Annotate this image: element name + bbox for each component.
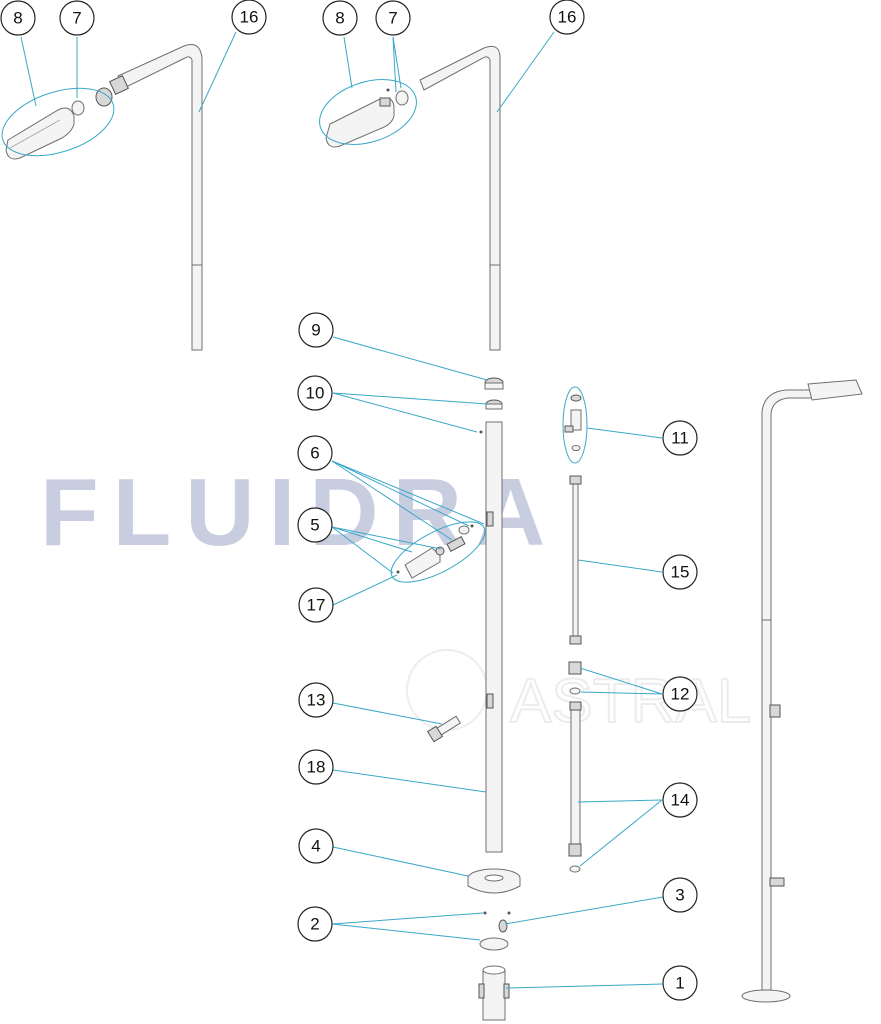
- assembled-shower-head: [807, 379, 863, 401]
- callout-label: 4: [311, 837, 320, 856]
- callout-label: 16: [240, 8, 259, 27]
- arm-assembly-variant-a: [5, 44, 203, 351]
- astral-watermark: ASTRAL: [510, 667, 751, 736]
- callout-1: 1: [662, 965, 698, 1001]
- callout-13: 13: [298, 682, 334, 718]
- arm-tube-16b: [419, 45, 501, 351]
- valve-group: [396, 524, 474, 579]
- callout-17: 17: [298, 587, 334, 623]
- callout-2: 2: [297, 906, 333, 942]
- callout-label: 6: [310, 444, 319, 463]
- callout-16a: 16: [231, 0, 267, 35]
- arm-thread-connector: [109, 75, 129, 95]
- callout-16b: 16: [549, 0, 585, 35]
- assembled-base: [741, 989, 791, 1003]
- connector-11: [570, 409, 582, 431]
- assembled-foot-tap: [769, 877, 785, 887]
- leader-lines: [20, 31, 664, 989]
- anchor-sleeve-1: [482, 969, 506, 1021]
- callout-14: 14: [662, 782, 698, 818]
- valve-handle-5: [404, 547, 441, 579]
- flange-2: [479, 937, 509, 951]
- foot-tap-13: [426, 715, 461, 743]
- valve-nut-6: [458, 525, 470, 535]
- callout-4: 4: [298, 828, 334, 864]
- callout-label: 7: [72, 9, 81, 28]
- hose-15: [572, 481, 579, 639]
- assembled-shower: [741, 379, 863, 1003]
- callout-label: 16: [558, 8, 577, 27]
- callout-label: 15: [671, 563, 690, 582]
- arm-washer-7a: [71, 100, 85, 116]
- group-oval-valve: [390, 521, 486, 583]
- hose-14: [570, 707, 581, 849]
- arm-nut: [95, 87, 113, 107]
- arm-assembly-variant-b: [325, 45, 501, 351]
- callout-label: 2: [310, 915, 319, 934]
- callout-label: 8: [335, 9, 344, 28]
- callout-label: 14: [671, 791, 690, 810]
- valve-cartridge-5: [446, 536, 466, 552]
- callout-7b: 7: [375, 0, 411, 36]
- assembled-valve: [769, 704, 781, 718]
- callout-label: 7: [388, 9, 397, 28]
- callout-label: 17: [307, 596, 326, 615]
- pin-3: [498, 919, 508, 933]
- screw-10: [479, 430, 483, 434]
- callout-7a: 7: [59, 0, 95, 36]
- arm-tube-16a: [117, 44, 203, 351]
- assembled-column: [761, 389, 813, 991]
- callout-12: 12: [662, 676, 698, 712]
- callout-label: 5: [310, 516, 319, 535]
- callout-15: 15: [662, 554, 698, 590]
- callout-label: 3: [675, 886, 684, 905]
- callout-label: 11: [671, 429, 689, 448]
- shower-head-8a: [5, 107, 75, 160]
- callout-3: 3: [662, 877, 698, 913]
- watermark-logo-mark: [406, 649, 488, 731]
- callout-18: 18: [298, 749, 334, 785]
- screw-17: [396, 570, 400, 574]
- group-oval-top-left: [1, 87, 115, 157]
- hose-assembly: [562, 386, 588, 873]
- callout-label: 9: [311, 321, 320, 340]
- fluidra-watermark: FLUIDRA: [40, 459, 559, 566]
- callout-8a: 8: [0, 0, 36, 36]
- callout-9: 9: [298, 312, 334, 348]
- callout-6: 6: [297, 435, 333, 471]
- callout-label: 12: [671, 685, 690, 704]
- callout-11: 11: [662, 420, 698, 456]
- callout-label: 18: [307, 758, 326, 777]
- arm-washer-7b: [395, 90, 409, 106]
- callout-label: 10: [306, 384, 325, 403]
- main-column-18: [485, 421, 503, 853]
- callout-5: 5: [297, 507, 333, 543]
- callout-label: 1: [675, 974, 684, 993]
- callout-8b: 8: [322, 0, 358, 36]
- callout-label: 8: [13, 9, 22, 28]
- group-oval-11: [562, 386, 588, 464]
- group-oval-top-middle: [319, 79, 417, 145]
- callout-10: 10: [297, 375, 333, 411]
- tee-12: [568, 661, 582, 675]
- central-column-parts: [467, 377, 521, 1021]
- callout-label: 13: [307, 691, 326, 710]
